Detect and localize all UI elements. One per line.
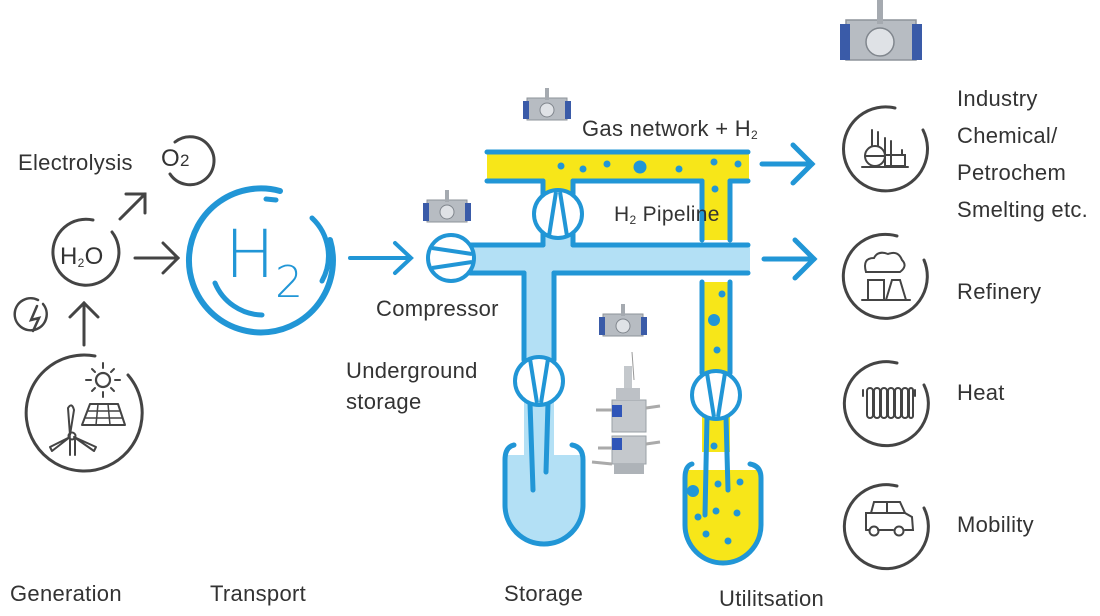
arrow-right-icon [348,241,414,275]
chemical-plant-icon [842,105,929,193]
gas-network-text: Gas network + H [582,116,751,141]
h2-big-label: H2 [225,222,303,305]
h2o-label: H2O [60,243,104,270]
ball-valve-image [523,88,571,121]
stage-generation: Generation [10,581,122,606]
industry-line3: Petrochem [957,160,1067,185]
refinery-icon [841,232,929,320]
h2o-subscript: 2 [77,256,85,270]
underground-storage-label: Underground storage [346,355,478,417]
o2-circle-icon [168,135,216,187]
ball-valve-image [840,0,922,61]
h2-pipeline-label: H2 Pipeline [614,204,720,226]
h2o-h: H [60,243,78,270]
stage-utilisation: Utilitsation [719,586,825,611]
utilisation-heat-label: Heat [957,380,1005,405]
wellhead-image [591,351,661,474]
valve-icon [532,188,584,240]
valve-icon [513,355,565,407]
pipeline-h: H [614,203,630,226]
gas-network-label: Gas network + H2 [582,116,758,142]
ball-valve-image [423,190,471,223]
industry-line2: Chemical/ [957,123,1058,148]
car-icon [842,483,930,571]
o2-subscript: 2 [179,151,190,170]
hydrogen-bubbles [557,158,744,545]
industry-line4: Smelting etc. [957,197,1089,222]
utilisation-industry-label: Industry Chemical/ Petrochem Smelting et… [957,80,1088,228]
underground-storage-tank [505,455,583,544]
arrow-right-icon [761,237,818,281]
ball-valve-image [599,304,647,337]
h2o-circle-icon [51,217,121,287]
h2-symbol: H [225,216,275,293]
arrow-right-icon [759,142,816,186]
compressor-label: Compressor [376,296,499,321]
valve-icon [690,369,742,421]
arrow-up-icon [68,300,100,347]
pipeline-subscript: 2 [629,213,637,227]
electrolysis-label: Electrolysis [18,150,133,175]
h2-subscript: 2 [274,257,304,308]
arrow-up-right-icon [118,192,147,221]
pipeline-text: Pipeline [636,203,720,226]
utilisation-mobility-label: Mobility [957,512,1034,537]
underground-storage-line1: Underground [346,358,478,383]
stage-storage: Storage [504,581,584,606]
radiator-icon [842,360,930,448]
wind-solar-icon [24,353,144,473]
lightning-icon [13,297,48,333]
utilisation-refinery-label: Refinery [957,279,1042,304]
gas-network-subscript: 2 [750,128,758,142]
underground-storage-line2: storage [346,389,422,414]
stage-transport: Transport [210,581,307,606]
arrow-right-icon [133,241,181,275]
industry-line1: Industry [957,86,1038,111]
compressor-icon [426,233,476,283]
o2-label: O2 [161,147,190,171]
o2-symbol: O [161,145,180,172]
h2o-o: O [84,243,104,270]
h2-molecule-icon [185,185,336,336]
